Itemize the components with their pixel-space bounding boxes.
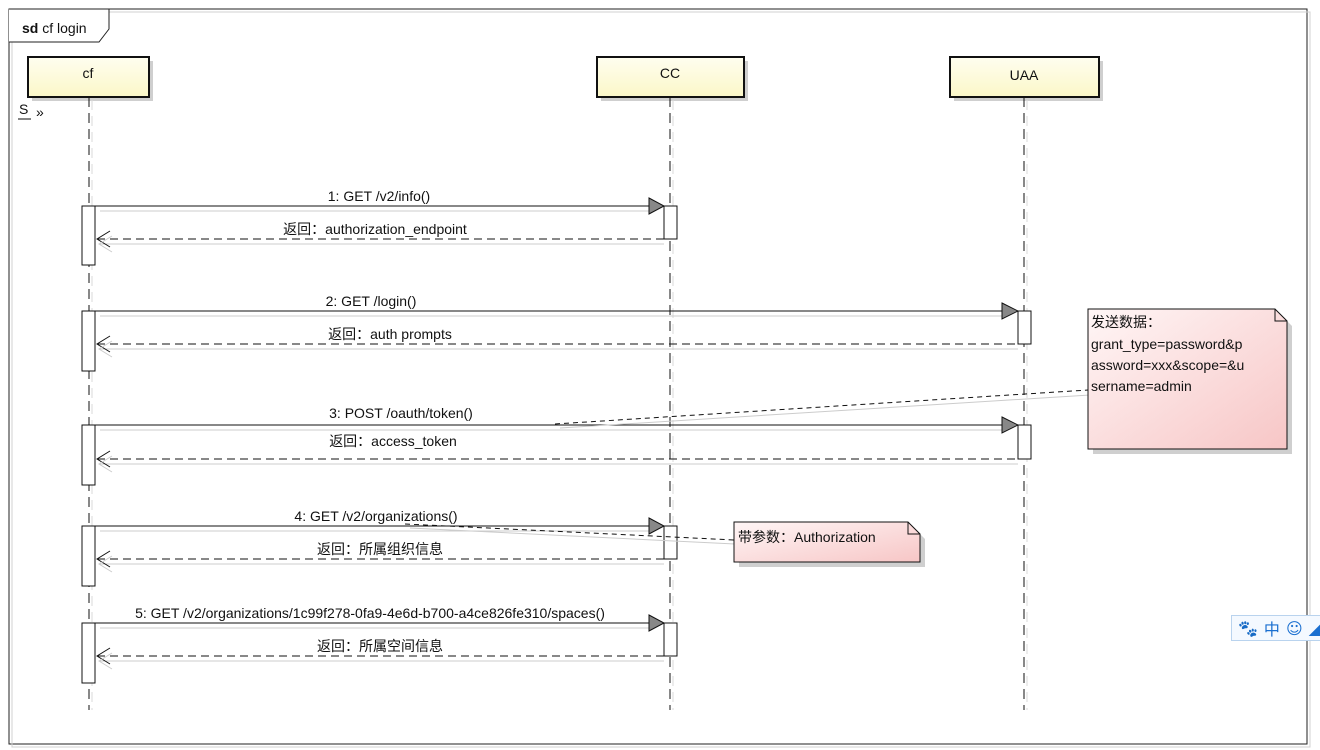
message-3-label: 3: POST /oauth/token() <box>329 405 473 421</box>
reply-4-label: 返回：所属组织信息 <box>317 541 443 557</box>
activation-cf-3 <box>81 424 96 486</box>
smile-icon[interactable]: ☺ <box>1285 618 1303 638</box>
message-4-label: 4: GET /v2/organizations() <box>294 508 457 524</box>
activation-cc-4 <box>663 525 678 560</box>
reply-2-label: 返回：auth prompts <box>328 326 452 342</box>
activation-cf-4 <box>81 525 96 587</box>
arrowhead-1 <box>648 197 666 215</box>
activation-cc-1 <box>663 205 678 240</box>
note-2-connector <box>404 523 735 541</box>
reply-3-label: 返回：access_token <box>329 433 457 449</box>
activation-cf-2 <box>81 310 96 372</box>
note-2-line-1: 带参数：Authorization <box>738 529 876 545</box>
lifeline-head-cf[interactable] <box>27 56 150 98</box>
reply-1-label: 返回：authorization_endpoint <box>283 221 467 237</box>
sequence-icon[interactable]: S <box>19 101 28 117</box>
note-1-line-2: grant_type=password&p <box>1091 336 1243 352</box>
note-1-line-4: sername=admin <box>1091 378 1192 394</box>
expand-icon[interactable]: » <box>36 104 44 120</box>
frame-title-tab <box>9 8 110 43</box>
arrowhead-2 <box>1001 302 1020 320</box>
reply-5-label: 返回：所属空间信息 <box>317 638 443 654</box>
note-1-connector <box>554 389 1089 425</box>
activation-cf-1 <box>81 205 96 266</box>
note-1-line-1: 发送数据： <box>1091 314 1161 330</box>
activation-cc-5 <box>663 622 678 657</box>
lifeline-head-cc[interactable] <box>596 56 745 98</box>
arrowhead-5 <box>648 614 666 632</box>
note-1[interactable] <box>1087 308 1288 450</box>
more-icon[interactable]: ◢ <box>1308 618 1320 638</box>
lifeline-label-cf: cf <box>83 65 94 81</box>
lifeline-label-uaa: UAA <box>1010 67 1039 83</box>
activation-uaa-2 <box>1017 310 1032 345</box>
activation-cf-5 <box>81 622 96 684</box>
lifeline-head-uaa[interactable] <box>949 56 1100 98</box>
message-1-label: 1: GET /v2/info() <box>328 188 430 204</box>
frame-title: sd cf login <box>22 20 87 36</box>
note-2[interactable] <box>733 521 921 563</box>
activation-uaa-3 <box>1017 424 1032 460</box>
arrowhead-3 <box>1001 416 1020 434</box>
paw-icon[interactable]: 🐾 <box>1238 618 1258 638</box>
message-5-label: 5: GET /v2/organizations/1c99f278-0fa9-4… <box>135 605 605 621</box>
message-2-label: 2: GET /login() <box>326 293 417 309</box>
arrowhead-4 <box>648 517 666 535</box>
note-1-line-3: assword=xxx&scope=&u <box>1091 357 1244 373</box>
chinese-mode-button[interactable]: 中 <box>1263 620 1280 639</box>
ime-toolbar[interactable]: 🐾 中 ☺ ◢ <box>1231 615 1320 641</box>
lifeline-label-cc: CC <box>660 65 680 81</box>
